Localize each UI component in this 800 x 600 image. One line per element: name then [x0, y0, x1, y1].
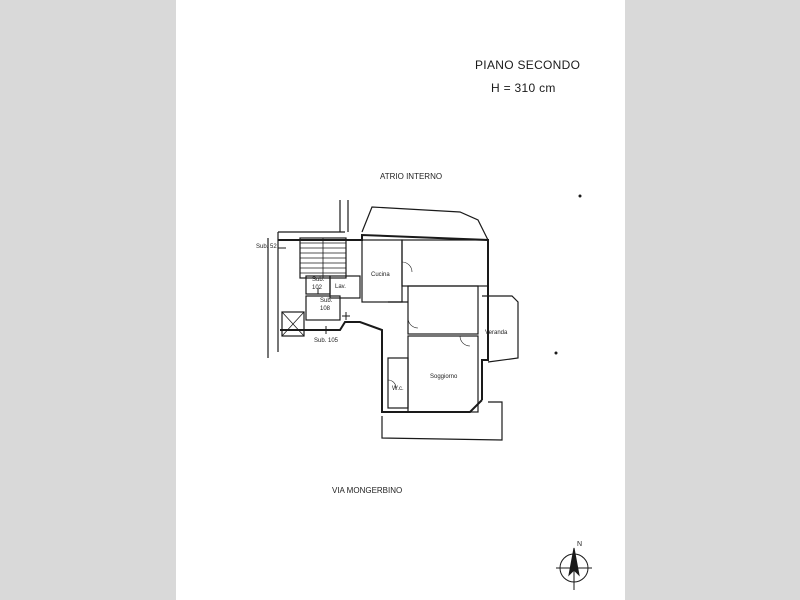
- floor-title: PIANO SECONDO: [475, 58, 581, 72]
- cucina-room: [361, 239, 403, 303]
- door-swings: [387, 261, 471, 389]
- room-label-soggiorno: Soggiorno: [430, 374, 458, 380]
- room-label-lav: Lav.: [335, 284, 346, 290]
- sub102-label-a: Sub.: [312, 277, 325, 283]
- bottom-balcony: [381, 401, 503, 441]
- ceiling-height: H = 310 cm: [491, 81, 556, 95]
- compass-north-label: N: [577, 541, 583, 548]
- sub108-label-a: Sub.: [320, 298, 333, 304]
- room-middle: [407, 285, 479, 335]
- plan-marks: [278, 194, 582, 355]
- top-balcony: [361, 206, 489, 241]
- street-label-via: VIA MONGERBINO: [332, 486, 403, 495]
- room-label-veranda: Veranda: [485, 330, 508, 336]
- sub52-label: Sub. 52: [256, 244, 277, 250]
- veranda-outline: [482, 295, 519, 363]
- room-top-right: [401, 239, 489, 287]
- room-label-cucina: Cucina: [371, 272, 390, 278]
- elevator-shaft: [281, 311, 305, 337]
- street-label-atrio: ATRIO INTERNO: [380, 172, 443, 181]
- main-wall-right: [481, 295, 489, 400]
- lav-cell: [329, 275, 361, 299]
- sub102-label-b: 102: [312, 285, 323, 291]
- wc-room: [387, 357, 409, 409]
- room-label-wc: W.c.: [392, 386, 404, 392]
- stair-steps: [300, 238, 346, 278]
- compass-icon: [556, 547, 592, 590]
- sub105-label: Sub. 105: [314, 338, 339, 344]
- drawing-sheet: [176, 0, 625, 600]
- sub108-label-b: 108: [320, 306, 331, 312]
- sub108-cell: [305, 295, 341, 321]
